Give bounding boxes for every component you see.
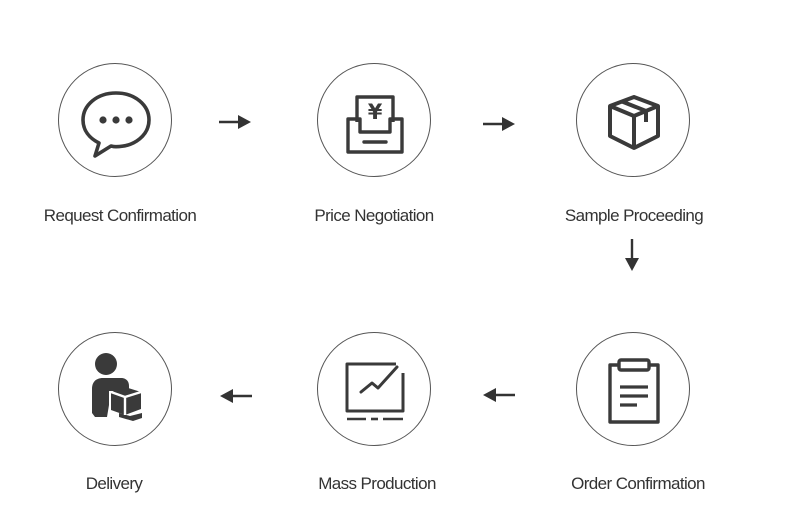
step-circle bbox=[58, 332, 172, 446]
arrow-left-icon bbox=[219, 387, 253, 405]
arrow-left-icon bbox=[482, 386, 516, 404]
step-label: Order Confirmation bbox=[571, 474, 705, 493]
step-label: Sample Proceeding bbox=[564, 206, 704, 225]
step-label: Mass Production bbox=[318, 474, 436, 493]
chart-monitor-icon bbox=[345, 362, 405, 421]
step-circle bbox=[58, 63, 172, 177]
step-label: Delivery bbox=[85, 474, 143, 493]
arrow-down-icon bbox=[623, 238, 641, 272]
clipboard-icon bbox=[608, 358, 660, 424]
step-label: Request Confirmation bbox=[43, 206, 197, 225]
chat-bubble-icon bbox=[81, 91, 151, 158]
arrow-right-icon bbox=[482, 115, 516, 133]
delivery-person-icon bbox=[92, 353, 142, 421]
step-circle bbox=[576, 332, 690, 446]
arrow-right-icon bbox=[218, 113, 252, 131]
yen-symbol: ¥ bbox=[368, 100, 383, 124]
step-circle bbox=[576, 63, 690, 177]
step-circle bbox=[317, 332, 431, 446]
step-label: Price Negotiation bbox=[314, 206, 434, 225]
package-box-icon bbox=[608, 95, 660, 150]
yen-inbox-icon: ¥ bbox=[346, 95, 404, 154]
step-circle: ¥ bbox=[317, 63, 431, 177]
